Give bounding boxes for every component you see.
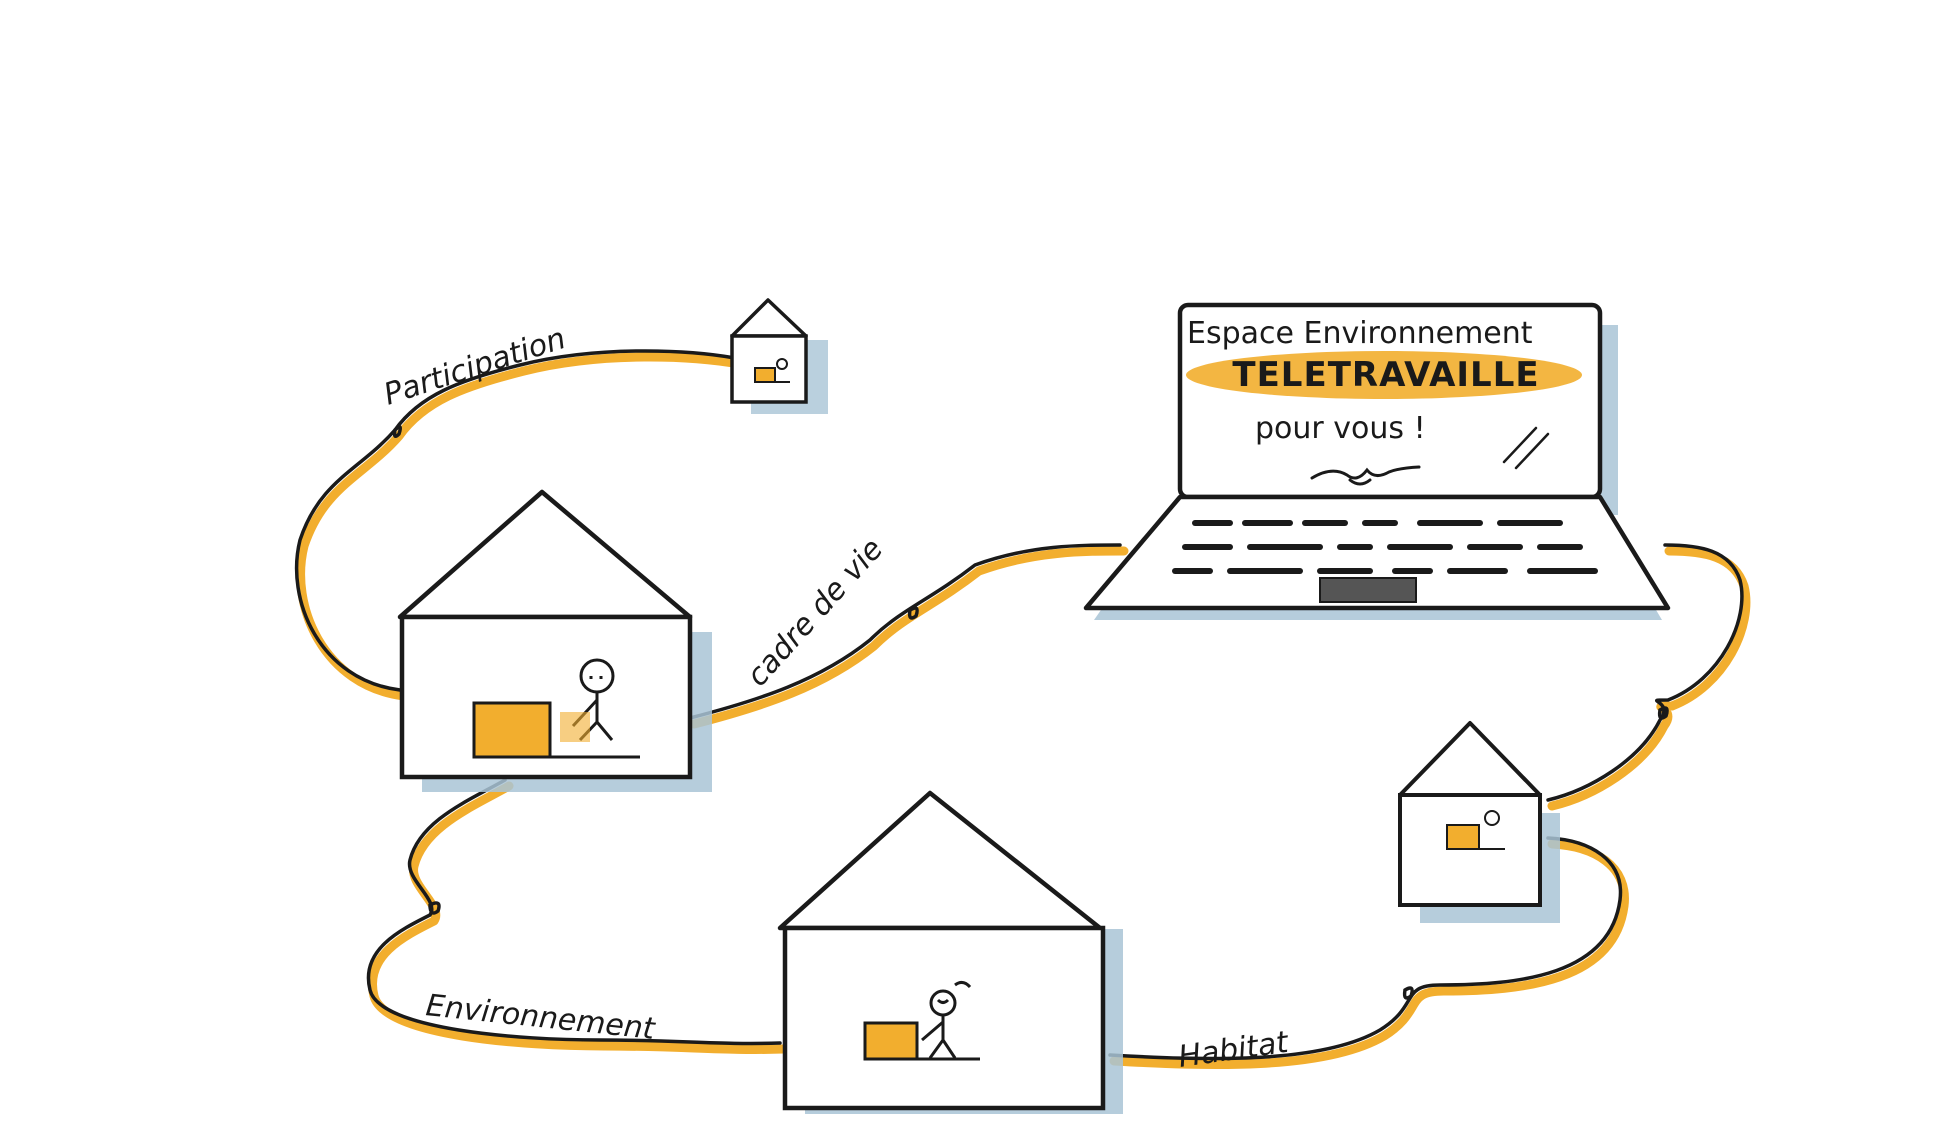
house-icon [730, 298, 828, 414]
person-icon [921, 980, 972, 1059]
laptop-icon: Espace Environnement TELETRAVAILLE pour … [1083, 302, 1671, 620]
label-cadre-de-vie: cadre de vie [740, 532, 890, 694]
screen-line-1: Espace Environnement [1187, 316, 1533, 351]
signature-scribble [1310, 465, 1421, 486]
person-icon [560, 658, 615, 742]
screen-headline: TELETRAVAILLE [1232, 355, 1539, 395]
screen-line-3: pour vous ! [1255, 411, 1426, 446]
house-icon [1398, 721, 1560, 923]
house-icon [777, 790, 1123, 1114]
label-habitat: Habitat [1176, 1025, 1291, 1075]
house-icon [397, 489, 712, 792]
connecting-rope [294, 349, 1751, 1070]
